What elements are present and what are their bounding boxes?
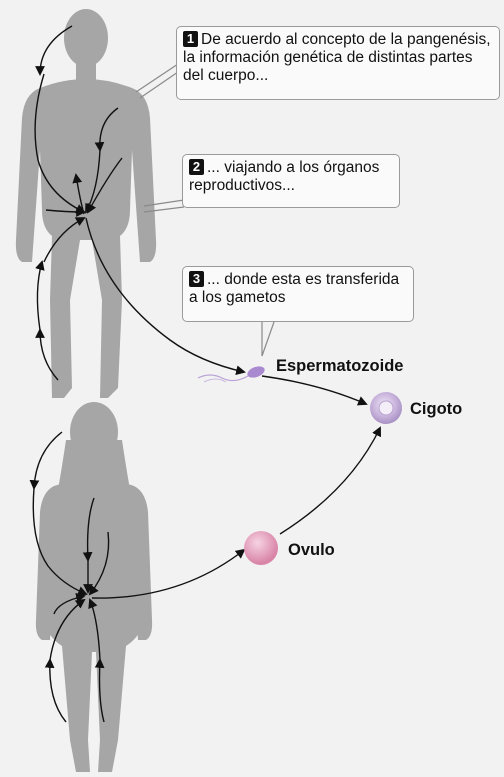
female-silhouette bbox=[35, 402, 153, 772]
male-silhouette bbox=[15, 9, 157, 398]
zygote-label: Cigoto bbox=[410, 400, 463, 418]
callout-number-1: 1 bbox=[183, 31, 198, 47]
zygote-icon bbox=[370, 392, 402, 424]
callout-text-1: De acuerdo al concepto de la pangenésis,… bbox=[183, 31, 491, 84]
ovum-label: Ovulo bbox=[288, 541, 335, 559]
callout-connectors bbox=[135, 63, 275, 357]
sperm-label: Espermatozoide bbox=[276, 357, 404, 375]
callout-number-2: 2 bbox=[189, 159, 204, 175]
callout-text-3: ... donde esta es transferida a los game… bbox=[189, 271, 400, 306]
sperm-icon bbox=[197, 366, 265, 383]
fertilization-arrows bbox=[261, 375, 381, 535]
male-flow-arrows bbox=[34, 25, 246, 381]
callout-text-2: ... viajando a los órganos reproductivos… bbox=[189, 159, 380, 194]
callout-2: 2... viajando a los órganos reproductivo… bbox=[182, 154, 400, 208]
callout-3: 3... donde esta es transferida a los gam… bbox=[182, 266, 414, 322]
female-flow-arrows bbox=[29, 431, 246, 723]
callout-number-3: 3 bbox=[189, 271, 204, 287]
ovum-icon bbox=[244, 531, 278, 565]
